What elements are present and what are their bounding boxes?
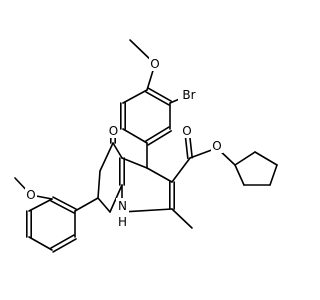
bond-single bbox=[97, 197, 111, 213]
bond-double-a bbox=[145, 126, 170, 142]
atom-label-br: Br bbox=[182, 88, 195, 102]
bond-single bbox=[99, 142, 114, 172]
bond-single bbox=[234, 151, 256, 166]
atom-label-layer: O Br O O O bbox=[25, 57, 223, 229]
atom-o-methoxy-left: O bbox=[25, 188, 37, 202]
atom-label-n: N bbox=[118, 199, 127, 213]
bond-double-b bbox=[50, 234, 75, 249]
bond-single bbox=[171, 208, 193, 229]
atom-label-o-ester-carbonyl: O bbox=[182, 124, 191, 138]
bond-single bbox=[28, 198, 53, 212]
atom-br: Br bbox=[178, 88, 200, 102]
atom-o-ester-carbonyl: O bbox=[181, 124, 193, 138]
bond-single bbox=[28, 236, 53, 251]
molecule-structure: O Br O O O bbox=[14, 39, 278, 253]
bond-single bbox=[171, 157, 191, 183]
bond-single bbox=[254, 151, 278, 166]
bond-single bbox=[122, 128, 148, 144]
bond-double-b bbox=[50, 200, 75, 214]
atom-label-o-methoxy-top: O bbox=[150, 57, 159, 71]
atom-o-ester: O bbox=[211, 139, 223, 153]
bond-layer bbox=[14, 39, 278, 253]
bond-single bbox=[97, 170, 101, 199]
bond-single bbox=[146, 167, 173, 183]
bond-single bbox=[112, 142, 123, 159]
atom-label-h: H bbox=[118, 215, 127, 229]
atom-nh: N H bbox=[116, 198, 129, 229]
bond-single bbox=[121, 208, 173, 213]
bond-single bbox=[122, 89, 148, 104]
bond-single bbox=[234, 164, 245, 186]
atom-label-o-methoxy-left: O bbox=[26, 188, 35, 202]
bond-double-b bbox=[147, 130, 172, 146]
bond-double-a bbox=[52, 238, 77, 253]
bond-single bbox=[269, 164, 278, 186]
molecule-diagram: O Br O O O bbox=[14, 39, 278, 253]
atom-o-ketone: O bbox=[107, 124, 120, 138]
bond-double-a bbox=[145, 91, 170, 106]
atom-label-o-ketone: O bbox=[109, 124, 118, 138]
bond-double-b bbox=[147, 87, 172, 102]
bond-single bbox=[74, 197, 99, 212]
atom-label-o-ester: O bbox=[212, 139, 221, 153]
bond-double-a bbox=[52, 196, 77, 210]
atom-o-methoxy-top: O bbox=[149, 57, 161, 71]
bond-single bbox=[121, 157, 148, 169]
